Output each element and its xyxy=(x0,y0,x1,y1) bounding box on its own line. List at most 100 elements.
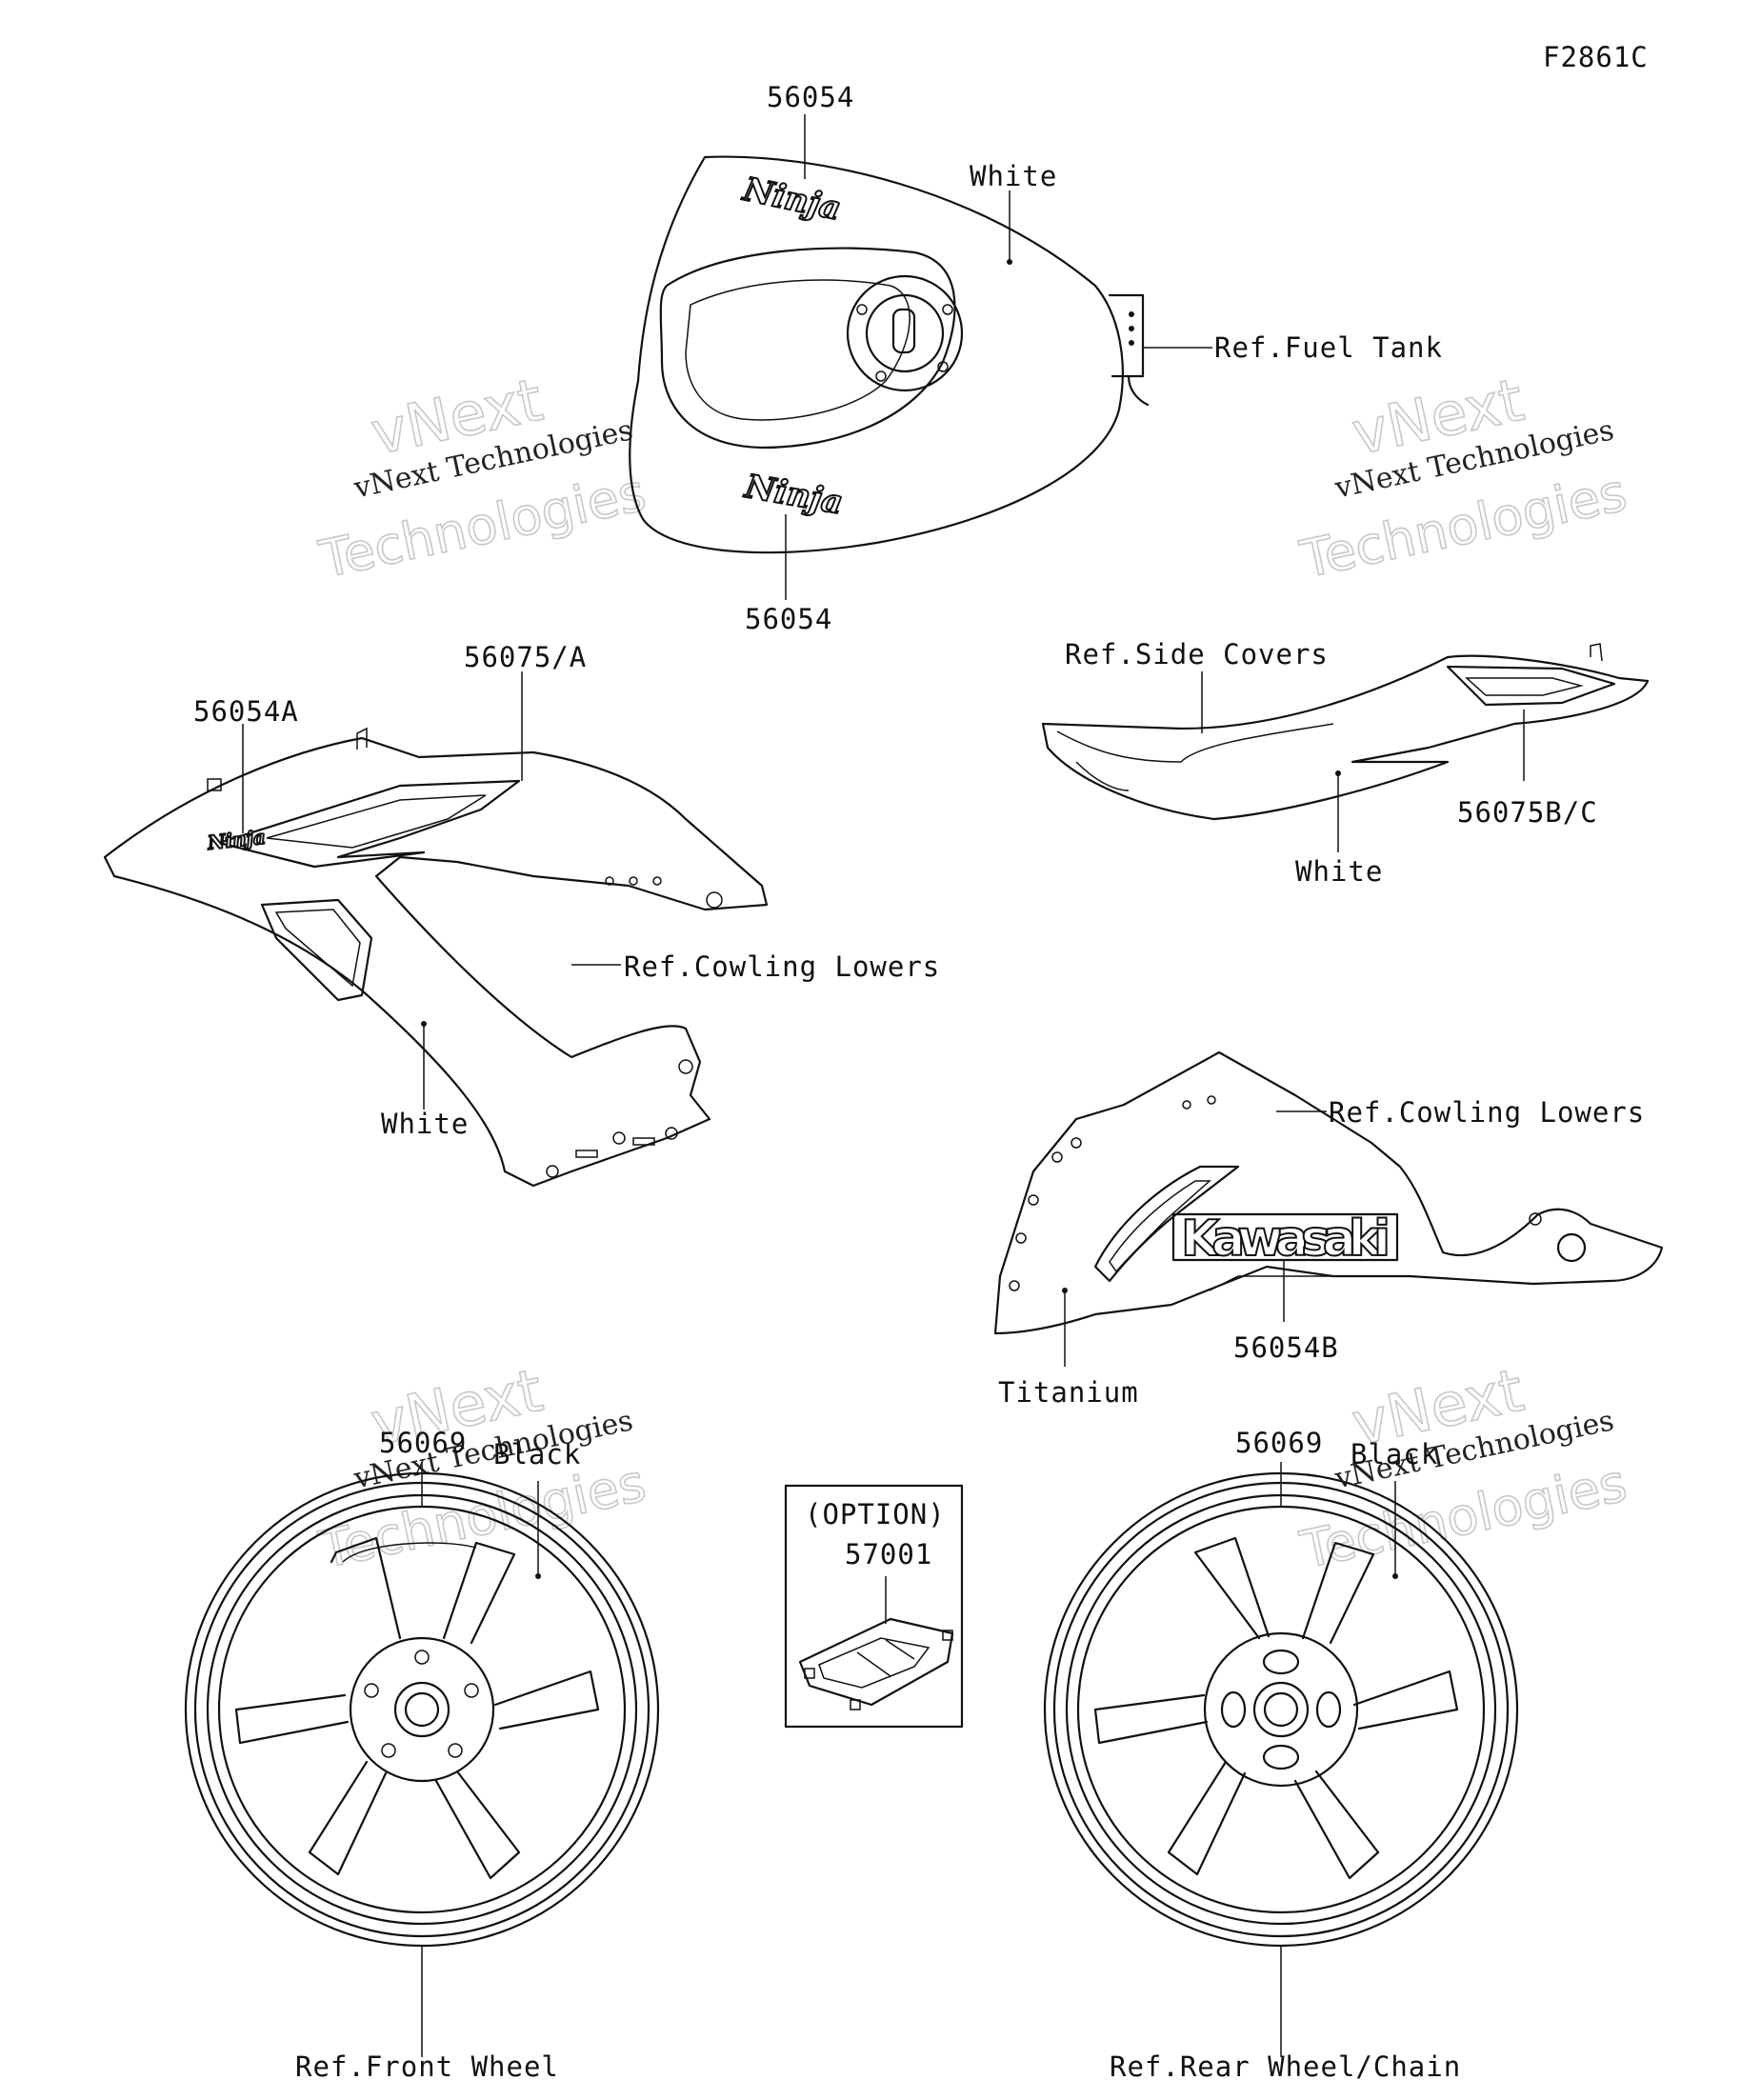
right-cowling-group: Kawasaki Ref.Cowling Lowers 56054B Titan… xyxy=(993,1050,1664,1409)
option-pad-outline xyxy=(798,1617,954,1707)
front-hub-axle-outer xyxy=(393,1681,450,1738)
label-rear-wheel-ref: Ref.Rear Wheel/Chain xyxy=(1110,2050,1461,2083)
left-cowl-tab xyxy=(207,778,222,791)
front-disc-bolt xyxy=(381,1743,396,1758)
front-hub-axle-inner xyxy=(404,1691,440,1728)
rear-spoke xyxy=(1301,1541,1375,1645)
left-cowl-tab xyxy=(356,727,368,750)
ninja-decal-bottom: Ninja xyxy=(741,468,845,522)
right-cowl-outline xyxy=(993,1050,1664,1335)
watermark-top-right: vNext vNext Technologies Technologies xyxy=(1294,364,1632,590)
left-cowl-stripe xyxy=(217,779,521,869)
front-disc-bolt xyxy=(364,1683,379,1698)
front-disc-bolt xyxy=(414,1650,430,1665)
rear-hub-cutout xyxy=(1220,1690,1247,1729)
kawasaki-decal: Kawasaki xyxy=(1181,1210,1391,1268)
fuel-cap-lock xyxy=(891,308,916,354)
front-spoke xyxy=(493,1670,600,1730)
rear-spoke xyxy=(1167,1760,1247,1876)
rear-wheel-rim-stripe-inner xyxy=(1065,1493,1497,1926)
fuel-cap-bolt xyxy=(875,370,887,382)
cowl-bolt xyxy=(706,891,723,909)
front-hub-outer xyxy=(349,1636,495,1783)
bracket-hole xyxy=(1129,326,1134,331)
option-box-frame xyxy=(784,1484,964,1729)
figure-code: F2861C xyxy=(1543,41,1649,73)
option-pad-inner xyxy=(818,1637,931,1689)
ninja-decal-top: Ninja xyxy=(739,170,844,229)
rear-spoke xyxy=(1093,1693,1209,1745)
cowl-bolt xyxy=(678,1059,693,1074)
rear-spoke xyxy=(1293,1770,1380,1880)
label-56054B: 56054B xyxy=(1233,1331,1339,1364)
side-cover-outline xyxy=(1041,654,1650,821)
label-side-cover-ref: Ref.Side Covers xyxy=(1065,638,1329,670)
option-pad-tab xyxy=(850,1699,861,1710)
leader-dot xyxy=(535,1573,541,1579)
rear-hub-outer xyxy=(1203,1631,1359,1788)
label-front-black: Black xyxy=(493,1438,581,1470)
front-spoke xyxy=(330,1536,402,1640)
front-spoke xyxy=(442,1541,516,1645)
rear-wheel-rim-inner xyxy=(1076,1505,1486,1914)
kawasaki-decal-frame xyxy=(1171,1212,1399,1262)
side-cover-stripe xyxy=(1446,665,1616,707)
left-cowl-vent xyxy=(260,898,373,1002)
label-right-cowl-ref: Ref.Cowling Lowers xyxy=(1329,1096,1645,1129)
left-cowling-group: Ninja 56054A 56075/A Ref.Cowling Lowers … xyxy=(103,641,940,1188)
cowl-bolt xyxy=(1556,1232,1587,1263)
option-pad-divider xyxy=(856,1639,915,1677)
cowl-hole xyxy=(629,876,638,886)
rear-hub-cutout xyxy=(1262,1649,1300,1675)
label-front-wheel-ref: Ref.Front Wheel xyxy=(295,2050,559,2083)
front-wheel-spokes xyxy=(234,1536,600,1880)
cowl-hole xyxy=(652,876,662,886)
side-cover-stripe-inner xyxy=(1465,677,1584,696)
front-disc-bolt xyxy=(464,1683,479,1698)
cowl-hole xyxy=(1182,1100,1191,1110)
bracket-hole xyxy=(1129,340,1134,346)
watermark-bottom-right: vNext vNext Technologies Technologies xyxy=(1294,1354,1632,1581)
left-cowl-ninja-decal: Ninja xyxy=(206,826,267,854)
label-rear-black: Black xyxy=(1351,1438,1438,1470)
watermark-top-left: vNext vNext Technologies Technologies xyxy=(313,364,651,590)
cowl-slot xyxy=(632,1137,655,1146)
fuel-cap-bolt xyxy=(937,361,949,372)
label-56075A: 56075/A xyxy=(464,641,587,673)
label-56054A: 56054A xyxy=(193,695,299,728)
label-tank-color: White xyxy=(970,160,1057,192)
label-option-part: 57001 xyxy=(845,1538,932,1570)
label-left-cowl-ref: Ref.Cowling Lowers xyxy=(624,950,940,983)
front-spoke xyxy=(308,1760,388,1876)
fuel-tank-bracket xyxy=(1108,293,1150,407)
cowl-hole xyxy=(1207,1095,1216,1105)
rear-wheel-group: 56069 Black Ref.Rear Wheel/Chain xyxy=(1043,1427,1519,2083)
label-left-cowl-color: White xyxy=(381,1108,469,1140)
cowl-hole xyxy=(1028,1194,1039,1206)
cowl-bolt xyxy=(1529,1212,1542,1226)
fuel-cap-outer xyxy=(846,274,964,392)
cowl-hole xyxy=(605,876,614,886)
rear-hub-cutout xyxy=(1262,1744,1300,1770)
fuel-cap-bolt xyxy=(942,304,953,315)
left-cowl-vent-inner xyxy=(274,909,361,988)
leader-dot xyxy=(1392,1573,1398,1579)
cowl-slot xyxy=(575,1150,598,1158)
leader-dot xyxy=(1062,1288,1068,1293)
front-spoke xyxy=(234,1693,350,1745)
side-cover-group: Ref.Side Covers 56075B/C White xyxy=(1041,638,1650,888)
label-titanium: Titanium xyxy=(998,1376,1139,1409)
leader-dot xyxy=(1007,259,1012,265)
cowl-hole xyxy=(1009,1280,1020,1291)
front-wheel-group: 56069 Black Ref.Front Wheel xyxy=(184,1427,660,2083)
watermark-bottom-left: vNext vNext Technologies Technologies xyxy=(313,1354,651,1581)
label-tank-top-part: 56054 xyxy=(767,81,854,113)
cowl-bolt xyxy=(665,1127,678,1140)
rear-hub-axle-outer xyxy=(1252,1681,1310,1738)
label-option-title: (OPTION) xyxy=(805,1498,946,1530)
label-side-cover-color: White xyxy=(1295,855,1383,888)
front-disc-bolt xyxy=(448,1743,463,1758)
side-cover-inner xyxy=(1056,723,1334,763)
